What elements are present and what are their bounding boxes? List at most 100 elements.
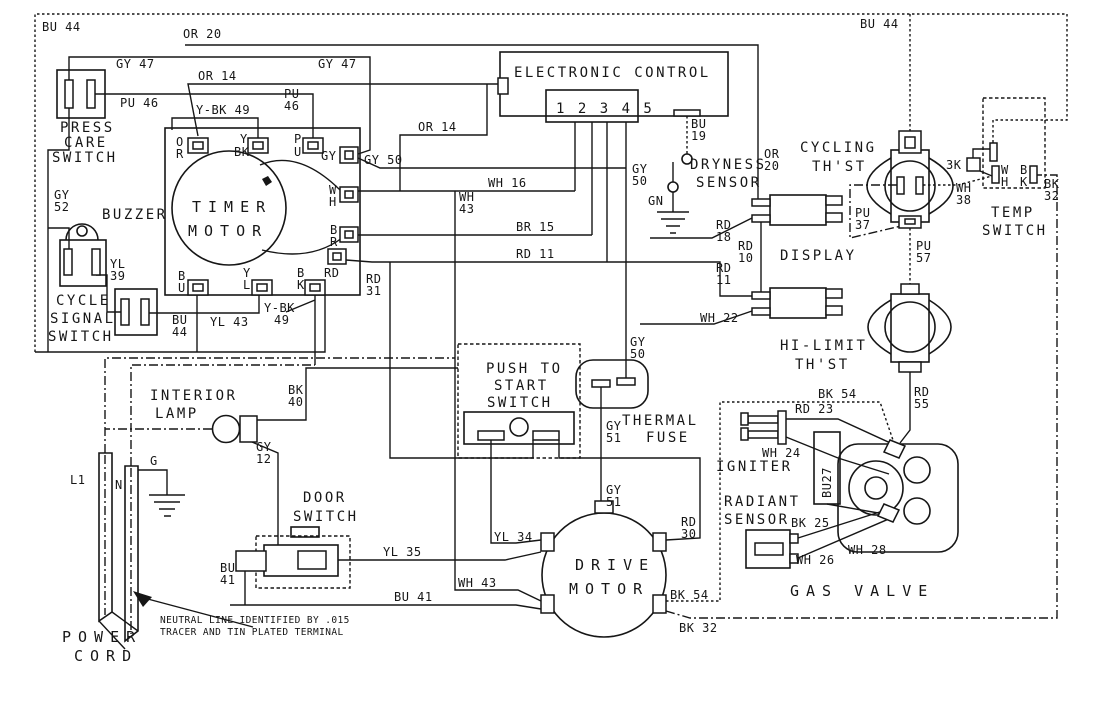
buzzer-body (59, 239, 107, 287)
press-care-terminal-left (64, 79, 74, 109)
wire-labels: BU 44 OR 20 GY 47 GY 47 OR 14 PU 46 Y-BK… (42, 17, 1059, 635)
label-or14-left: OR 14 (198, 69, 237, 83)
ec-left-terminal (497, 77, 509, 95)
temp-switch-body (982, 97, 1046, 189)
timer-label-1: TIMER (192, 198, 272, 216)
cycling-disc (884, 160, 936, 212)
power-blade-centerlines (104, 455, 132, 634)
wire-bu44-border (34, 13, 1068, 352)
motor-terminal-left-lower (540, 594, 555, 614)
label-bu44-topright: BU 44 (860, 17, 899, 31)
display-lower-stub-1 (825, 288, 843, 299)
thermal-fuse-label-2: FUSE (646, 430, 690, 446)
label-wh43-bottom: WH 43 (458, 576, 497, 590)
wire-wh16 (358, 122, 576, 192)
display-connector-lower (769, 287, 827, 319)
note-arrow-line (143, 597, 254, 628)
timer-terminal-ybk-inner (252, 141, 264, 150)
push-start-outline (457, 343, 581, 459)
label-bu44-topleft: BU 44 (42, 20, 81, 34)
temp-bk-terminal (1029, 165, 1038, 184)
push-start-pad-left (477, 430, 505, 441)
lamp-base (239, 415, 258, 443)
label-bu27: BU27 (820, 467, 834, 498)
wire-console-bottom (35, 295, 326, 353)
timer-pu-l1: P (294, 132, 302, 146)
ec-bottom-tab (673, 109, 701, 117)
wire-yl35 (338, 551, 542, 561)
timer-yl-l2: L (243, 278, 251, 292)
gas-valve-coil-inner (864, 476, 888, 500)
wire-pu46 (95, 93, 314, 138)
temp-3k-resistor (966, 157, 981, 172)
label-n: N (115, 478, 123, 492)
neutral-note-2: TRACER AND TIN PLATED TERMINAL (160, 627, 344, 638)
wire-bk54 (666, 401, 896, 602)
cycling-thermostat: CYCLING TH'ST (800, 130, 954, 229)
wire-yl34 (490, 440, 542, 544)
wire-rd23 (786, 418, 898, 447)
temp-h-label: H (1001, 175, 1009, 189)
power-cord-label-2: CORD (74, 647, 138, 665)
timer-terminal-wh-inner (344, 190, 354, 199)
cycling-bottom-tab-inner (904, 218, 916, 225)
interior-lamp: INTERIOR LAMP (150, 388, 258, 444)
drive-motor: DRIVE MOTOR (540, 500, 667, 638)
gas-valve-left-column (813, 431, 841, 505)
display-upper-stub-2 (825, 212, 843, 223)
motor-terminal-right-upper (652, 532, 667, 552)
label-pu46-left: PU 46 (120, 96, 159, 110)
wire-gy52 (47, 108, 70, 352)
wire-bu41 (230, 571, 542, 610)
door-switch-left-block (235, 550, 267, 572)
igniter-clip-1 (740, 412, 749, 426)
power-cord-sweep (98, 611, 139, 650)
gas-valve-label: GAS VALVE (790, 582, 934, 600)
label-wh28: WH 28 (848, 543, 887, 557)
label-yl43: YL 43 (210, 315, 249, 329)
cycle-signal-label-1: CYCLE (56, 293, 111, 309)
timer-bu-l2: U (178, 281, 186, 295)
gas-valve-assembly: BU27 GAS VALVE IGNITER RADIANT SENSOR (716, 410, 959, 600)
push-to-start-switch: PUSH TO START SWITCH (457, 343, 581, 459)
timer-rd-l: RD (324, 266, 339, 280)
motor-terminal-right-lower (652, 594, 667, 614)
power-cord-label-1: POWER (62, 628, 142, 646)
label-br15: BR 15 (516, 220, 555, 234)
ec-pins-label: 1 2 3 4 5 (556, 101, 654, 117)
hi-limit-disc (884, 301, 936, 353)
timer-bk-l2: K (297, 278, 305, 292)
timer-pu-l2: U (294, 145, 302, 159)
press-care-label-2: CARE (64, 135, 108, 151)
timer-motor-circle (171, 150, 287, 266)
dryness-sensor: DRYNESS SENSOR (657, 153, 764, 234)
timer-cam-lines (259, 159, 345, 255)
timer-br-l2: R (330, 235, 338, 249)
label-bk54-valve: BK 54 (818, 387, 857, 401)
temp-label-1: TEMP (991, 205, 1035, 221)
buzzer: BUZZER (59, 207, 168, 287)
buzzer-label: BUZZER (102, 207, 168, 223)
electronic-control: ELECTRONIC CONTROL 1 2 3 4 5 (497, 51, 729, 123)
wire-gy47 (68, 56, 371, 155)
label-g: G (150, 454, 158, 468)
display-lower-pin-2 (751, 307, 771, 316)
temp-label-2: SWITCH (982, 223, 1048, 239)
lamp-label-1: INTERIOR (150, 388, 237, 404)
timer-gy-l: GY (321, 149, 337, 163)
igniter-pin-1 (747, 415, 779, 424)
dryness-contact-1 (681, 153, 693, 165)
wire-gy50-h (357, 157, 626, 169)
wire-rd55 (899, 372, 911, 444)
cycling-label-1: CYCLING (800, 140, 877, 156)
